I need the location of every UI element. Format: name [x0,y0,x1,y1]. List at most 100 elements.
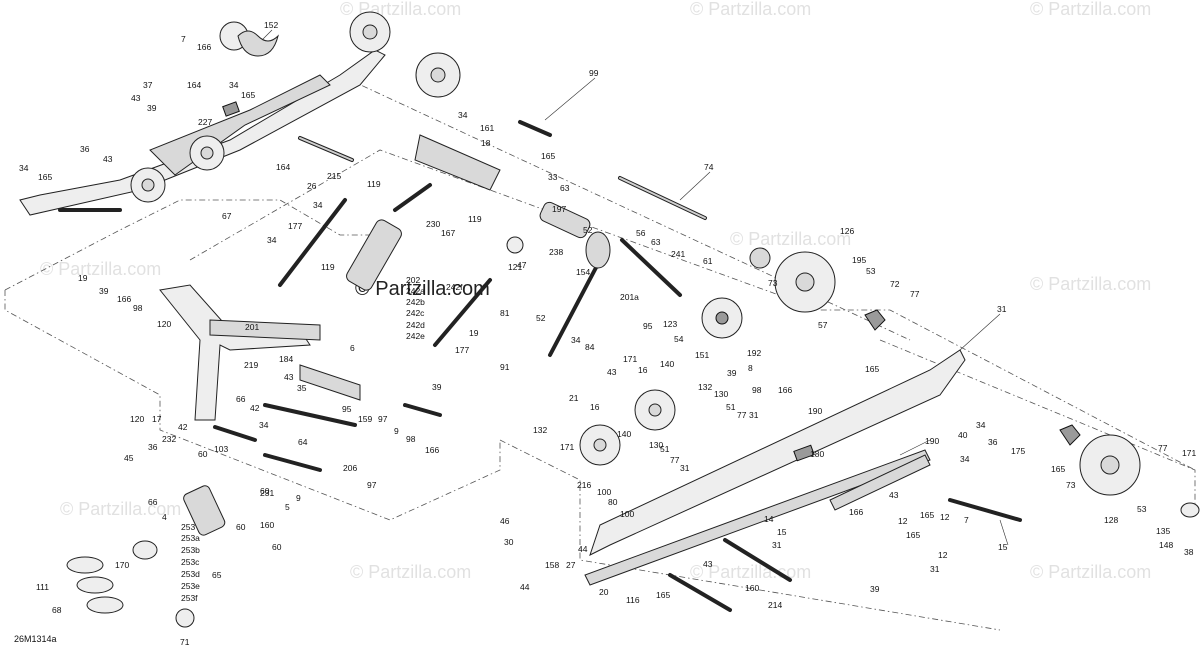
callout-label: 253f [181,593,198,603]
callout-label: 34 [458,110,468,120]
callout-label: 31 [772,540,782,550]
callout-label: 214 [768,600,782,610]
callout-label: 119 [367,179,381,189]
outline-upper-left [4,199,395,291]
callout-label: 43 [607,367,617,377]
callout-label: 171 [560,442,574,452]
front-arm-assembly [159,134,501,421]
link-177b [433,278,492,347]
callout-label: 43 [284,372,294,382]
spring-111 [66,556,104,574]
callout-label: 27 [566,560,576,570]
center-shock [346,183,432,291]
idler-hub [200,146,214,160]
callout-label: 165 [865,364,879,374]
callout-label: 95 [342,404,352,414]
callout-label: 6 [350,343,355,353]
shock-body [346,219,402,291]
callout-label: 165 [920,510,934,520]
callout-label: 47 [517,260,527,270]
callout-label: 126 [840,226,854,236]
callout-label: 242c [406,308,425,318]
callout-label: 190 [808,406,822,416]
callout-label: 12 [898,516,908,526]
callout-label: 130 [649,440,663,450]
callout-label: 44 [578,544,588,554]
callout-label: 91 [500,362,510,372]
link-91 [548,258,602,357]
callout-label: 253a [181,533,200,543]
callout-label: 15 [777,527,787,537]
callout-label: 54 [674,334,684,344]
outline-bottom [499,439,1001,631]
leader [899,439,931,456]
callout-label: 39 [727,368,737,378]
cylinder-238 [539,201,591,239]
callout-label: 148 [1159,540,1173,550]
watermark-text: © Partzilla.com [730,229,851,249]
diagram-code: 26M1314a [14,634,57,644]
callout-label: 7 [181,34,186,44]
callout-label: 35 [297,383,307,393]
callout-label: 46 [500,516,510,526]
callout-label: 36 [80,144,90,154]
cam-arm [414,134,501,191]
callout-label: 56 [636,228,646,238]
watermark-text: © Partzilla.com [40,259,161,279]
callout-label: 77 [737,410,747,420]
left-rail-plate [149,74,331,176]
shaft-26-inner [299,137,353,161]
callout-label: 98 [406,434,416,444]
arm-cross-tube [209,319,321,341]
wheels-right [506,201,1200,518]
spacer-192 [749,247,771,269]
callout-label: 34 [571,335,581,345]
outline-right [879,339,1196,510]
callout-label: 15 [998,542,1008,552]
callout-label: 19 [469,328,479,338]
callout-label: 97 [367,480,377,490]
callout-label: 63 [651,237,661,247]
callout-label: 80 [608,497,618,507]
callout-label: 26 [307,181,317,191]
callout-label: 130 [714,389,728,399]
callout-label: 52 [536,313,546,323]
cap-73 [1059,424,1081,446]
callout-label: 164 [276,162,290,172]
callout-label: 253 [181,522,195,532]
callout-label: 111 [36,582,49,592]
callout-label: 165 [906,530,920,540]
upper-left-rail-assembly [19,11,461,216]
callout-label: 37 [143,80,153,90]
slide-180 [829,454,931,511]
callout-label: 171 [623,354,637,364]
callout-label: 43 [131,93,141,103]
callout-label: 100 [620,509,634,519]
watermark-text: © Partzilla.com [1030,562,1151,582]
shaft-160b [948,498,1022,522]
outline-left-box [4,290,501,521]
callout-label: 53 [866,266,876,276]
callout-label: 253b [181,545,200,555]
callout-label: 242a [406,286,425,296]
watermark-text: © Partzilla.com [1030,274,1151,294]
callout-label: 242f [446,282,463,292]
leader [261,29,273,41]
callout-label: 158 [545,560,559,570]
callout-label: 161 [480,123,494,133]
callout-label: 165 [541,151,555,161]
callout-label: 60 [236,522,246,532]
callout-label: 160 [745,583,759,593]
callout-label: 253d [181,569,200,579]
callout-label: 253c [181,557,200,567]
idler-hub [362,24,378,40]
callout-label: 103 [214,444,228,454]
callout-label: 67 [222,211,232,221]
callout-label: 171 [1182,448,1196,458]
callout-label: 39 [870,584,880,594]
callout-label: 52 [583,225,593,235]
callout-label: 21 [569,393,579,403]
shaft-99 [518,120,552,137]
callout-label: 97 [378,414,388,424]
callout-label: 7 [964,515,969,525]
